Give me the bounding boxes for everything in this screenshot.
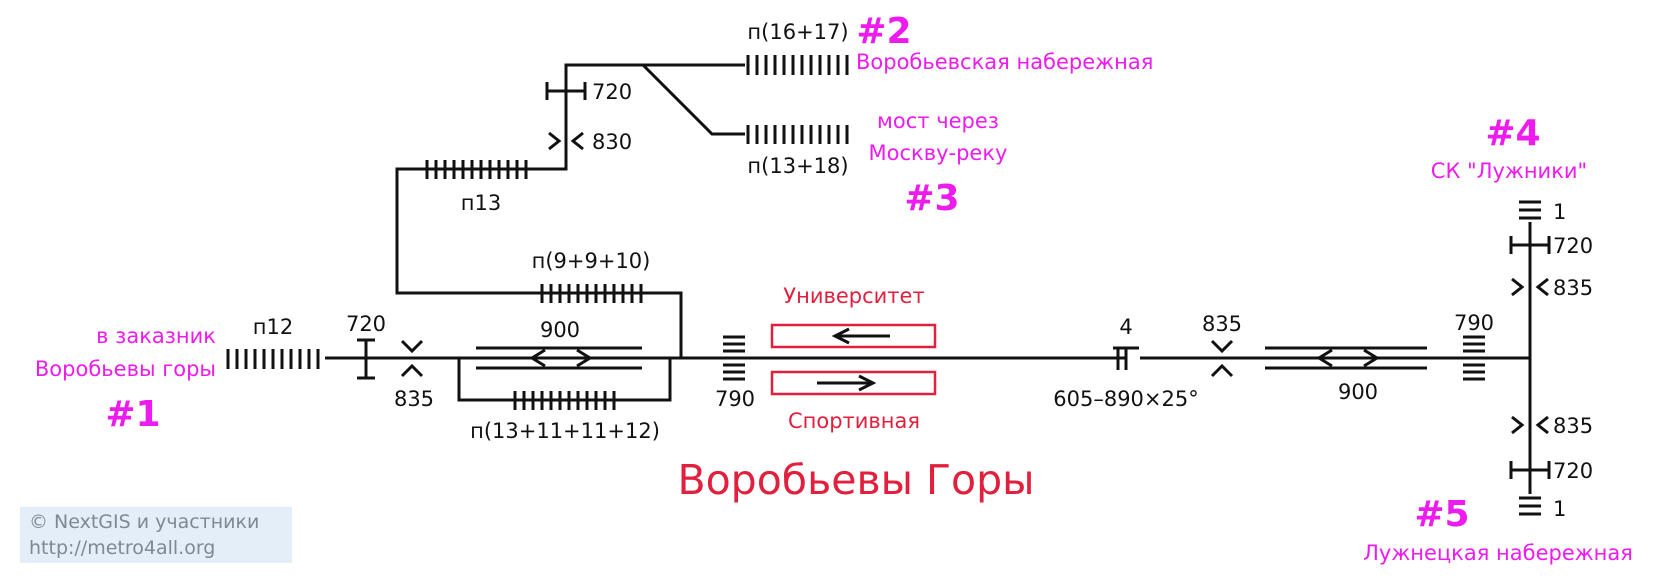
station-title: Воробьевы Горы xyxy=(677,456,1034,504)
exit-4-name: СК "Лужники" xyxy=(1431,159,1587,183)
platform-upper xyxy=(770,323,937,349)
lower-bypass xyxy=(457,358,672,402)
stairs-p13-icon xyxy=(425,160,528,179)
narrowing-830-icon xyxy=(548,131,584,151)
stairs-p9910-icon xyxy=(540,284,643,303)
label-1-top: 1 xyxy=(1553,200,1566,224)
stairs-p12-icon xyxy=(226,349,320,369)
bridge-branch xyxy=(641,63,745,136)
exit-3-line1: мост через xyxy=(877,109,999,133)
step-1-top-icon xyxy=(1519,200,1541,220)
stairs-p1617-icon xyxy=(746,55,849,75)
narrowing-835-right-top-icon xyxy=(1511,277,1549,297)
narrowing-835-right-bottom-icon xyxy=(1511,415,1549,435)
width-4-icon xyxy=(1113,346,1139,370)
exit-3-number: #3 xyxy=(904,178,959,219)
label-830: 830 xyxy=(592,130,632,154)
label-835-left: 835 xyxy=(394,387,434,411)
width-720-right-bottom-icon xyxy=(1509,461,1551,479)
exit-3-line2: Москву-реку xyxy=(869,141,1008,165)
platform-upper-name: Университет xyxy=(783,284,924,308)
width-720-right-top-icon xyxy=(1509,236,1551,254)
exit-5-name: Лужнецкая набережная xyxy=(1363,541,1633,565)
stairs-p1318-icon xyxy=(746,125,849,144)
label-790-right: 790 xyxy=(1454,311,1494,335)
upper-route xyxy=(395,63,745,358)
narrowing-835-left-icon xyxy=(400,339,424,378)
copyright-box: © NextGIS и участники http://metro4all.o… xyxy=(20,507,292,563)
exit-5-number: #5 xyxy=(1414,494,1469,535)
label-p12: п12 xyxy=(253,315,293,339)
steps-790-left-icon xyxy=(723,335,745,381)
step-1-bottom-icon xyxy=(1519,496,1541,516)
exit-2-name: Воробьевская набережная xyxy=(856,50,1153,74)
width-720-top-icon xyxy=(545,82,587,100)
copyright-line: © NextGIS и участники xyxy=(29,511,260,533)
narrowing-835-mid-icon xyxy=(1210,339,1234,378)
label-p1617: п(16+17) xyxy=(747,20,848,44)
label-900-right: 900 xyxy=(1338,380,1378,404)
label-720-left: 720 xyxy=(346,312,386,336)
label-1-bottom: 1 xyxy=(1553,497,1566,521)
exit-1-line1: в заказник xyxy=(96,324,216,348)
label-720-right-bottom: 720 xyxy=(1553,459,1593,483)
label-p9910: п(9+9+10) xyxy=(532,249,651,273)
exit-1-line2: Воробьевы горы xyxy=(35,357,216,381)
exit-2-number: #2 xyxy=(856,11,911,52)
label-ramp: 605–890×25° xyxy=(1053,387,1198,411)
exit-1-number: #1 xyxy=(105,394,160,435)
label-720-right-top: 720 xyxy=(1553,234,1593,258)
label-835-right-bottom: 835 xyxy=(1553,414,1593,438)
copyright-link[interactable]: http://metro4all.org xyxy=(29,537,216,559)
label-900-left: 900 xyxy=(540,318,580,342)
width-720-left-icon xyxy=(357,338,375,380)
label-p13: п13 xyxy=(461,191,501,215)
stairs-p13111112-icon xyxy=(513,391,616,410)
label-790-left: 790 xyxy=(715,387,755,411)
label-835-mid: 835 xyxy=(1202,312,1242,336)
label-835-right-top: 835 xyxy=(1553,276,1593,300)
platform-lower-name: Спортивная xyxy=(788,409,920,433)
label-720-top: 720 xyxy=(592,80,632,104)
label-p1318: п(13+18) xyxy=(747,154,848,178)
label-p13111112: п(13+11+11+12) xyxy=(470,419,660,443)
door-900-left-icon xyxy=(476,346,642,370)
steps-790-right-icon xyxy=(1463,335,1485,381)
label-4: 4 xyxy=(1119,315,1132,339)
door-900-right-icon xyxy=(1265,346,1427,370)
exit-4-number: #4 xyxy=(1485,113,1540,154)
platform-lower xyxy=(770,370,937,396)
